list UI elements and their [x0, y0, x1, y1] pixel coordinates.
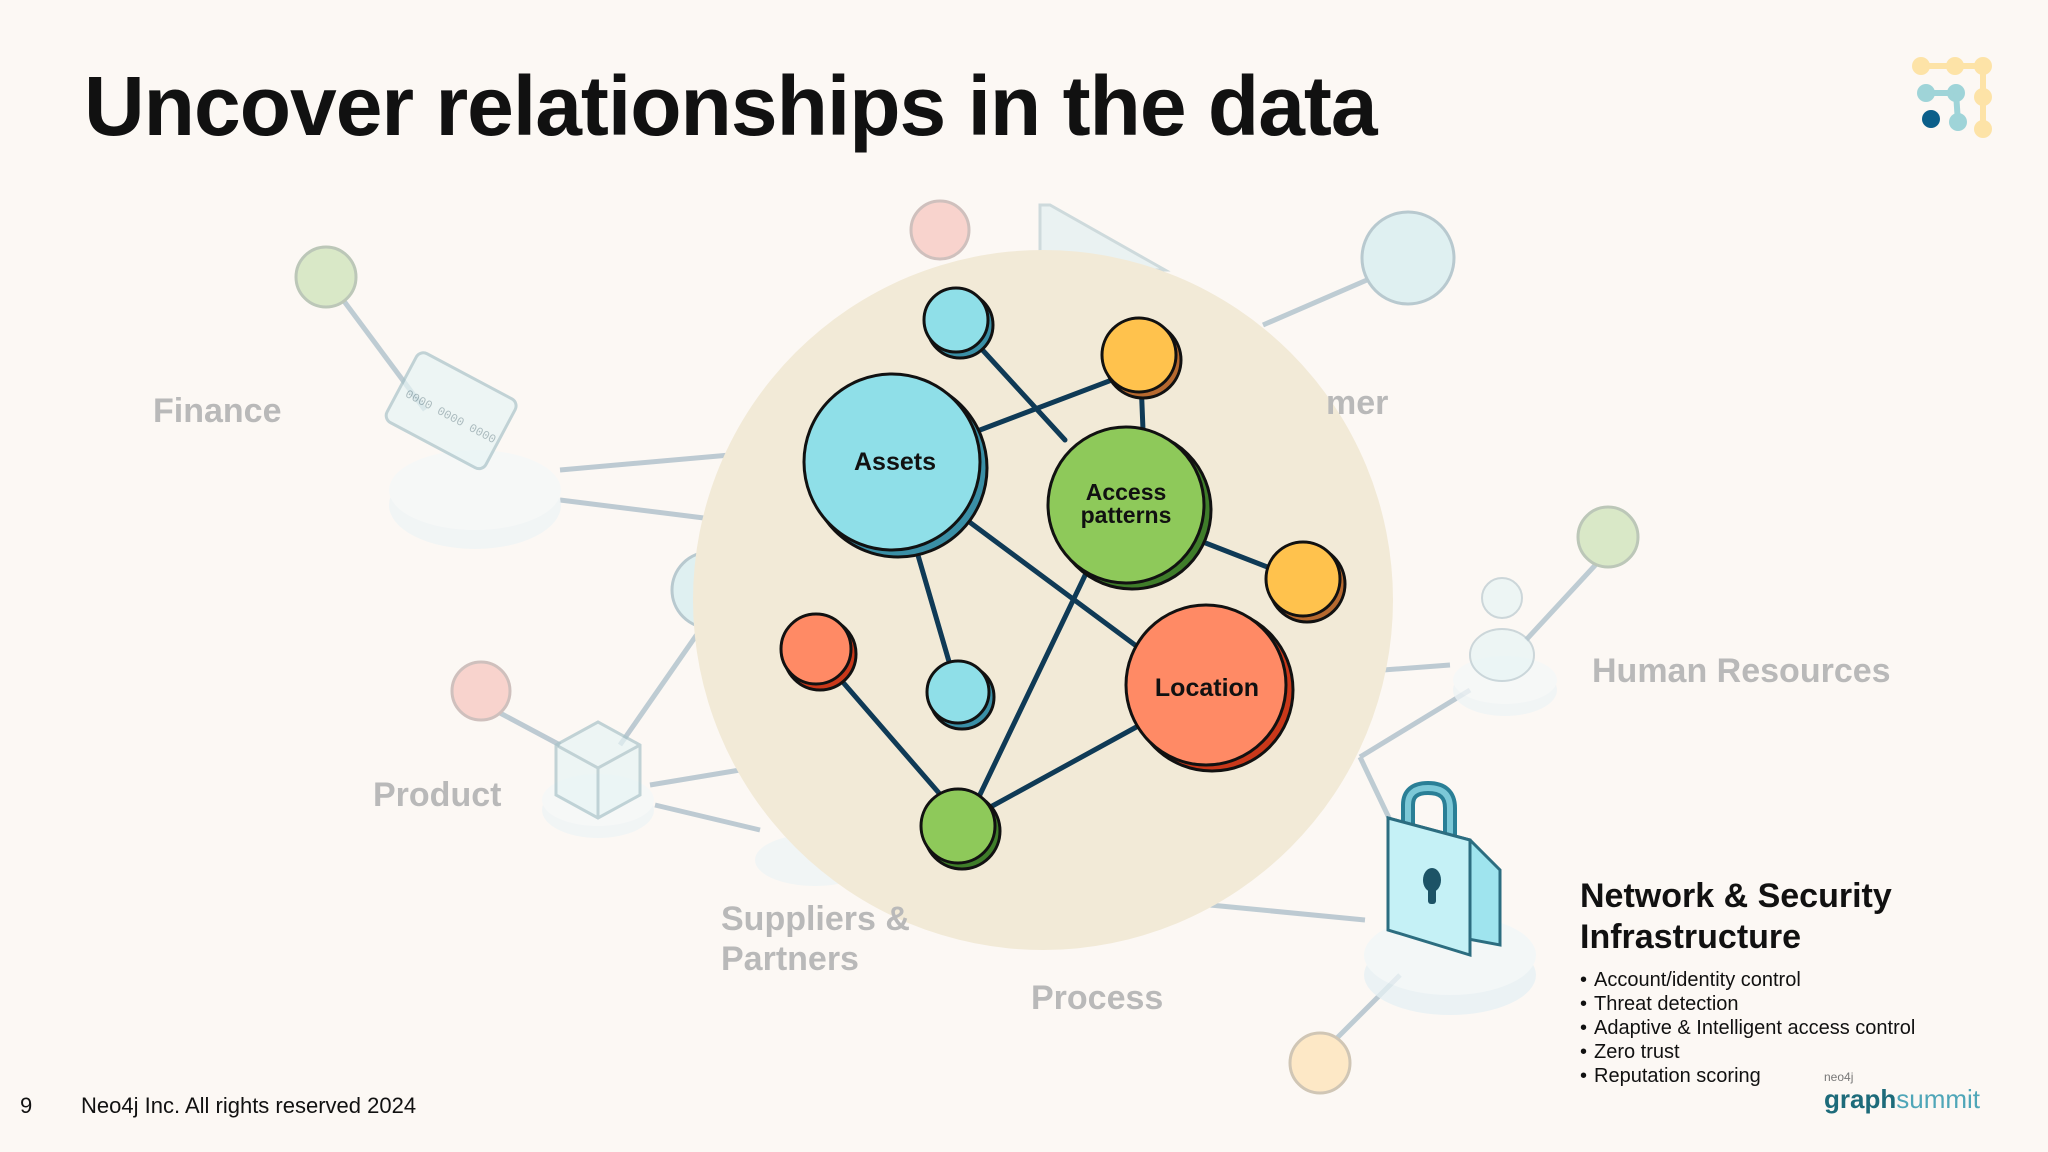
panel-bullet: Reputation scoring: [1580, 1064, 2020, 1088]
info-panel: Network & Security Infrastructure Accoun…: [1580, 876, 2020, 1088]
slide-title: Uncover relationships in the data: [84, 59, 1378, 153]
label-finance: Finance: [153, 392, 282, 430]
panel-bullet: Account/identity control: [1580, 968, 2020, 992]
panel-heading: Network & Security Infrastructure: [1580, 877, 1892, 956]
panel-bullet-list: Account/identity control Threat detectio…: [1580, 968, 2020, 1088]
graphsummit-brand: neo4j graphsummit: [1824, 1070, 1980, 1114]
node-label-access-patterns-line2: patterns: [1081, 502, 1172, 528]
node-label-access-patterns-line1: Access: [1086, 479, 1167, 505]
panel-bullet: Zero trust: [1580, 1040, 2020, 1064]
copyright-text: Neo4j Inc. All rights reserved 2024: [81, 1093, 417, 1118]
label-suppliers-partners: Suppliers & Partners: [721, 900, 910, 978]
label-process: Process: [1031, 979, 1164, 1017]
brand-neo4j-text: neo4j: [1824, 1070, 1854, 1084]
brand-name-part2: summit: [1896, 1084, 1981, 1114]
padlock-icon: [1386, 780, 1502, 958]
page-number: 9: [20, 1093, 33, 1118]
person-icon: [1469, 577, 1535, 682]
label-customer: mer: [1326, 384, 1389, 422]
label-human-resources: Human Resources: [1592, 652, 1891, 690]
label-product: Product: [373, 776, 502, 814]
background-network: [323, 230, 1602, 1044]
package-icon: [554, 720, 642, 820]
neo4j-logo: [1912, 57, 1992, 138]
node-label-location: Location: [1155, 674, 1259, 702]
brand-name: graphsummit: [1824, 1084, 1980, 1114]
brand-name-part1: graph: [1824, 1084, 1897, 1114]
panel-bullet: Adaptive & Intelligent access control: [1580, 1016, 2020, 1040]
credit-card-icon: 0000 0000 0000: [384, 351, 518, 471]
node-label-assets: Assets: [854, 448, 936, 476]
panel-bullet: Threat detection: [1580, 992, 2020, 1016]
graph-nodes: [779, 286, 1347, 871]
